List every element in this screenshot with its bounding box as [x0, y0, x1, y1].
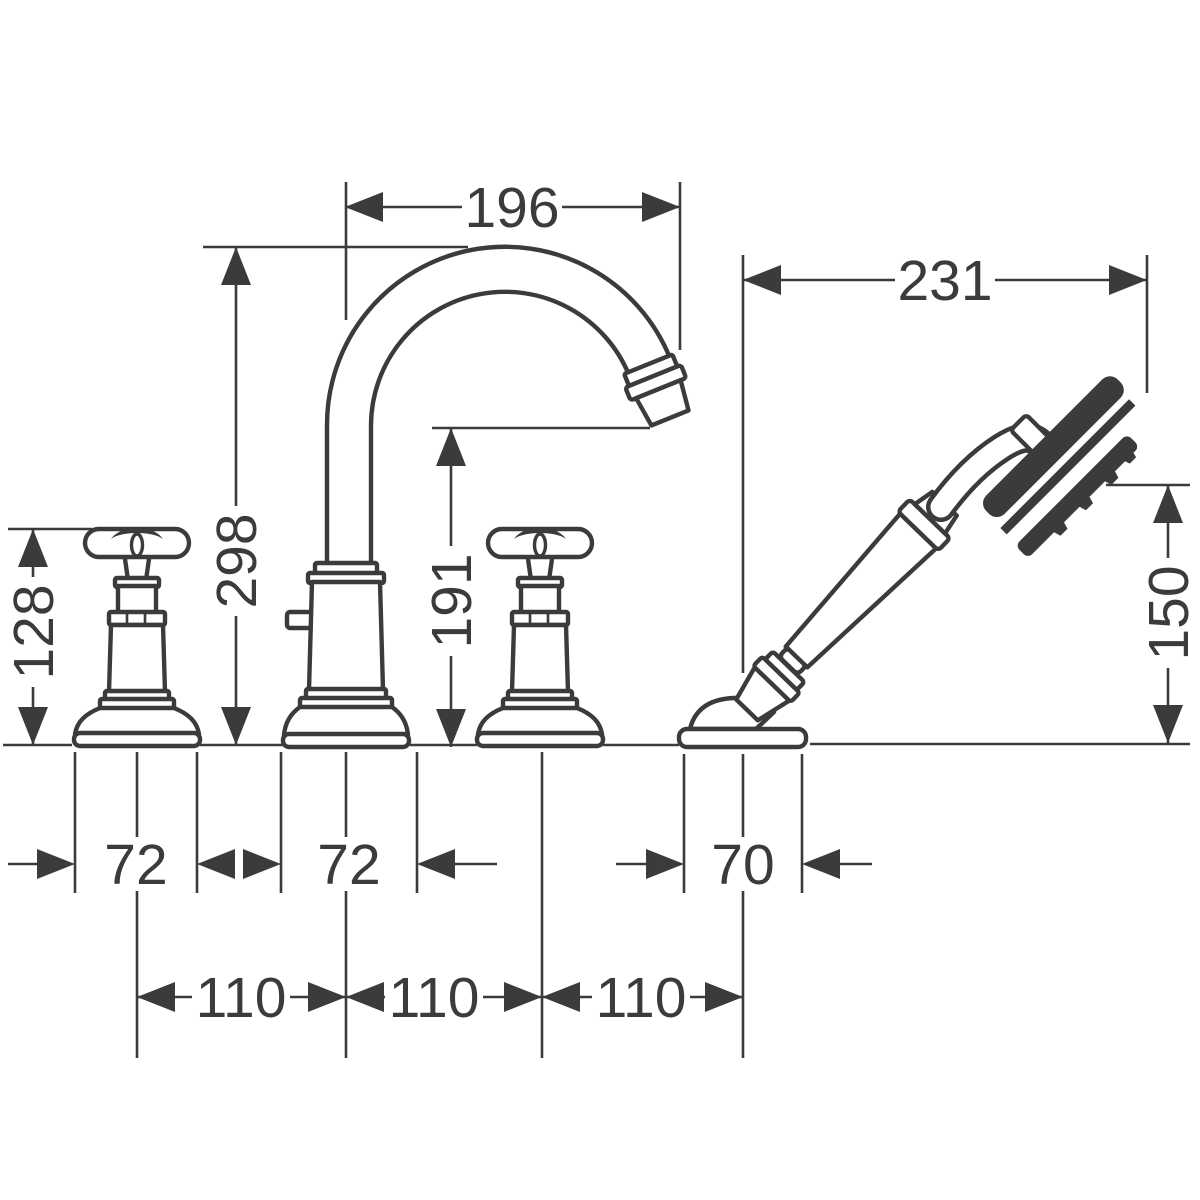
- dim-value-110-right: 110: [596, 966, 687, 1030]
- label-mask: [314, 837, 384, 891]
- head-face-slab: [1017, 436, 1138, 556]
- dim-handle-base: 72: [8, 833, 235, 897]
- arrow-up: [436, 428, 466, 466]
- label-mask: [101, 837, 171, 891]
- arrow-up: [221, 247, 251, 285]
- hand-shower: [676, 376, 1138, 750]
- dim-handle-height: 128: [2, 529, 66, 745]
- arrow-inward-left: [802, 849, 840, 879]
- label-mask: [462, 180, 562, 234]
- handle-grip: [783, 511, 939, 670]
- arrow-out-right: [504, 982, 542, 1012]
- arrow-inward-left: [417, 849, 455, 879]
- arrow-out-left: [137, 982, 175, 1012]
- shower-head: [982, 376, 1138, 556]
- shower-holder-socket: [734, 650, 806, 723]
- spout-base-disc: [280, 731, 412, 750]
- arrow-right: [642, 192, 680, 222]
- arrow-inward-right: [37, 849, 75, 879]
- arrow-inward-right: [646, 849, 684, 879]
- dim-value-196: 196: [464, 176, 559, 240]
- label-mask: [895, 253, 995, 307]
- extension-lines: [3, 182, 1190, 1058]
- dim-outlet-height: 191: [420, 428, 484, 747]
- dim-shower-base: 70: [616, 833, 872, 897]
- head-mid-band: [1000, 399, 1136, 535]
- arrow-down: [221, 707, 251, 745]
- head-face-notch: [1073, 490, 1093, 511]
- head-face-notch: [1098, 465, 1119, 485]
- right-cross-handle: [477, 528, 603, 746]
- arrow-right: [1109, 265, 1147, 295]
- arrow-out-right: [308, 982, 346, 1012]
- arrow-left: [743, 265, 781, 295]
- label-mask: [708, 837, 778, 891]
- dim-value-128: 128: [2, 584, 66, 679]
- dim-spout-height: 298: [205, 247, 269, 745]
- spout-body: [306, 579, 386, 693]
- arrow-inward-left: [197, 849, 235, 879]
- spout-tube: [324, 244, 673, 571]
- dim-shower-reach: 231: [743, 249, 1147, 313]
- dim-value-70: 70: [711, 833, 774, 897]
- shower-handle: [778, 489, 959, 675]
- shower-base-plate: [676, 726, 809, 750]
- dim-shower-head-height: 150: [1137, 485, 1200, 743]
- spout: [280, 244, 691, 750]
- dim-value-110-middle: 110: [389, 966, 480, 1030]
- arrow-out-left: [542, 982, 580, 1012]
- head-face-notch: [1047, 515, 1068, 536]
- label-mask: [385, 970, 483, 1024]
- arrow-up: [1153, 485, 1183, 523]
- dim-value-298: 298: [205, 513, 269, 608]
- label-mask: [1141, 558, 1195, 668]
- label-mask: [592, 970, 690, 1024]
- arrow-up: [18, 529, 48, 567]
- head-face-notch: [1118, 446, 1137, 464]
- left-cross-handle: [74, 528, 200, 746]
- arrow-out-right: [705, 982, 743, 1012]
- label-mask: [209, 506, 263, 616]
- head-back-slab: [982, 376, 1124, 518]
- dim-value-231: 231: [897, 249, 992, 313]
- arrow-left: [345, 192, 383, 222]
- arrow-down: [1153, 705, 1183, 743]
- spout-base-bell: [281, 704, 411, 738]
- dim-spout-base: 72: [243, 833, 497, 897]
- dim-value-150: 150: [1137, 565, 1200, 660]
- nozzle-aerator-cap: [633, 377, 691, 428]
- dim-value-191: 191: [420, 553, 484, 648]
- dim-value-72-left: 72: [104, 833, 167, 897]
- label-mask: [192, 970, 290, 1024]
- arrow-down: [436, 709, 466, 747]
- label-mask: [6, 577, 60, 687]
- spout-nozzle: [622, 352, 691, 428]
- arrow-out-left: [346, 982, 384, 1012]
- dim-value-110-left: 110: [196, 966, 287, 1030]
- arrow-inward-right: [243, 849, 281, 879]
- label-mask: [424, 546, 478, 656]
- arrow-down: [18, 707, 48, 745]
- dim-value-72-center: 72: [317, 833, 380, 897]
- dim-hole-pitch: 110 110 110: [137, 966, 743, 1030]
- dim-spout-reach: 196: [345, 176, 680, 240]
